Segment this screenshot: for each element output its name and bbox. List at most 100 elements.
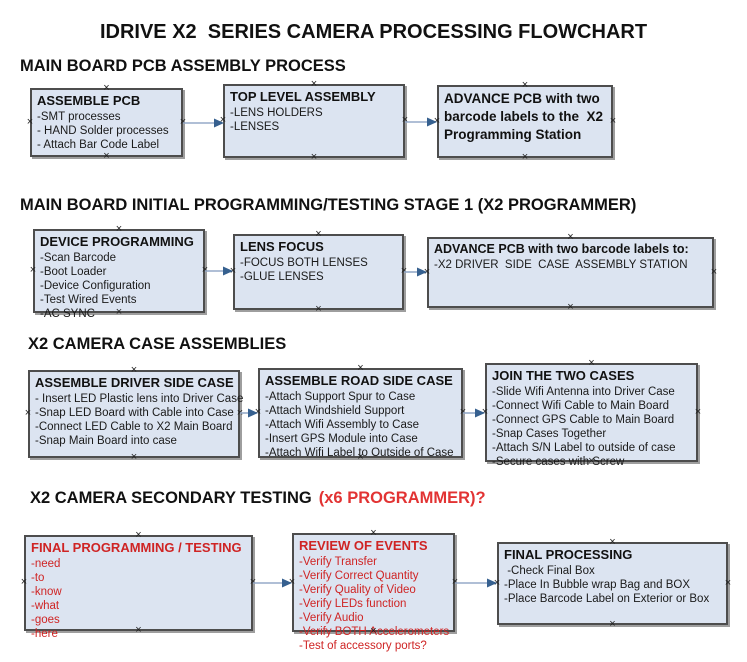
section-heading-red-part: (x6 PROGRAMMER)? bbox=[318, 489, 486, 507]
box-item: -goes bbox=[31, 613, 60, 626]
box-item: -Attach Wifi Assembly to Case bbox=[265, 418, 420, 431]
page-title: IDRIVE X2 SERIES CAMERA PROCESSING FLOWC… bbox=[99, 21, 648, 43]
box-item: -Device Configuration bbox=[40, 279, 151, 292]
box-item: - Attach Bar Code Label bbox=[37, 138, 160, 151]
box-item: -Attach S/N Label to outside of case bbox=[492, 441, 676, 454]
connection-handle-icon: × bbox=[26, 115, 34, 128]
connection-handle-icon: × bbox=[609, 536, 616, 548]
box-item: -know bbox=[31, 585, 62, 598]
box-item: -Attach Wifi Label to Outside of Case bbox=[265, 446, 454, 459]
box-title: TOP LEVEL ASSEMBLY bbox=[230, 89, 376, 104]
box-title: REVIEW OF EVENTS bbox=[299, 538, 428, 553]
connection-handle-icon: × bbox=[724, 576, 732, 589]
box-item: -Verify Transfer bbox=[299, 555, 377, 568]
box-title: DEVICE PROGRAMMING bbox=[40, 234, 194, 249]
connection-handle-icon: × bbox=[521, 79, 529, 91]
connector-arrow bbox=[404, 267, 427, 277]
connector-arrow bbox=[455, 578, 497, 588]
section-heading-initial-programming: MAIN BOARD INITIAL PROGRAMMING/TESTING S… bbox=[20, 196, 637, 214]
box-assemble-road-side-case: ASSEMBLE ROAD SIDE CASE -Attach Support … bbox=[255, 363, 466, 463]
connection-handle-icon: × bbox=[609, 618, 616, 630]
box-item: -Connect Wifi Cable to Main Board bbox=[492, 399, 670, 412]
connection-handle-icon: × bbox=[694, 405, 702, 418]
box-item: -Slide Wifi Antenna into Driver Case bbox=[492, 385, 675, 398]
box-item: -Verify Correct Quantity bbox=[299, 569, 419, 582]
connection-handle-icon: × bbox=[609, 114, 617, 127]
box-lens-focus: LENS FOCUS -FOCUS BOTH LENSES-GLUE LENSE… bbox=[230, 229, 407, 315]
box-item: -Check Final Box bbox=[504, 564, 595, 577]
box-item: -Connect GPS Cable to Main Board bbox=[492, 413, 675, 426]
box-item: -need bbox=[31, 557, 61, 570]
box-assemble-driver-side-case: ASSEMBLE DRIVER SIDE CASE - Insert LED P… bbox=[25, 365, 244, 463]
connection-handle-icon: × bbox=[29, 264, 37, 276]
connector-arrow bbox=[183, 118, 224, 128]
box-title: FINAL PROCESSING bbox=[504, 547, 633, 562]
connection-handle-icon: × bbox=[567, 301, 574, 313]
connector-arrow bbox=[240, 408, 258, 418]
box-item: -Scan Barcode bbox=[40, 251, 117, 264]
connection-handle-icon: × bbox=[103, 82, 110, 94]
connection-handle-icon: × bbox=[115, 223, 123, 235]
box-item: -Place Barcode Label on Exterior or Box bbox=[504, 592, 710, 605]
connection-handle-icon: × bbox=[130, 364, 138, 376]
connection-handle-icon: × bbox=[710, 265, 718, 278]
connection-handle-icon: × bbox=[567, 231, 574, 243]
box-item: -Attach Windshield Support bbox=[265, 404, 405, 417]
box-item: -Snap Main Board into case bbox=[35, 434, 177, 447]
box-item: -Boot Loader bbox=[40, 265, 107, 278]
connection-handle-icon: × bbox=[315, 303, 322, 315]
box-item: -FOCUS BOTH LENSES bbox=[240, 256, 368, 269]
box-item: -Verify Quality of Video bbox=[299, 583, 416, 596]
box-title: ASSEMBLE DRIVER SIDE CASE bbox=[35, 375, 234, 390]
box-review-of-events: REVIEW OF EVENTS -Verify Transfer-Verify… bbox=[289, 528, 458, 652]
connector-arrow bbox=[205, 266, 233, 276]
connection-handle-icon: × bbox=[521, 151, 529, 163]
box-item: -Secure cases with Screw bbox=[492, 455, 625, 468]
box-advance-pcb-driver-side: ADVANCE PCB with two barcode labels to: … bbox=[424, 232, 717, 313]
box-item: -Place In Bubble wrap Bag and BOX bbox=[504, 578, 691, 591]
connection-handle-icon: × bbox=[315, 228, 322, 240]
connection-handle-icon: × bbox=[588, 357, 595, 369]
box-item: -Verify Audio bbox=[299, 611, 364, 624]
section-heading-secondary-testing: X2 CAMERA SECONDARY TESTING (x6 PROGRAMME… bbox=[30, 489, 486, 508]
box-item: -what bbox=[31, 599, 60, 612]
connection-handle-icon: × bbox=[310, 78, 318, 90]
box-title: ASSEMBLE ROAD SIDE CASE bbox=[265, 373, 453, 388]
connector-arrow bbox=[463, 408, 485, 418]
box-item: -Test of accessory ports? bbox=[299, 639, 427, 652]
box-title: JOIN THE TWO CASES bbox=[492, 368, 635, 383]
box-final-processing: FINAL PROCESSING -Check Final Box-Place … bbox=[494, 537, 731, 630]
connection-handle-icon: × bbox=[135, 529, 142, 541]
section-heading-black-part: X2 CAMERA SECONDARY TESTING bbox=[30, 489, 312, 507]
box-item: - HAND Solder processes bbox=[37, 124, 169, 137]
box-item: -LENSES bbox=[230, 120, 280, 133]
box-advance-pcb-programming-station: ADVANCE PCB with two barcode labels to t… bbox=[434, 80, 616, 163]
box-item: -Connect LED Cable to X2 Main Board bbox=[35, 420, 233, 433]
connection-handle-icon: × bbox=[20, 576, 28, 588]
box-item: -Attach Support Spur to Case bbox=[265, 390, 416, 403]
box-item: - Insert LED Plastic lens into Driver Ca… bbox=[35, 392, 244, 405]
connection-handle-icon: × bbox=[370, 527, 377, 539]
box-item: -Snap LED Board with Cable into Case bbox=[35, 406, 234, 419]
connection-handle-icon: × bbox=[357, 362, 364, 374]
box-item: -AC SYNC bbox=[40, 307, 95, 320]
section-heading-pcb-assembly: MAIN BOARD PCB ASSEMBLY PROCESS bbox=[20, 57, 346, 75]
box-item: -here bbox=[31, 627, 58, 640]
box-final-programming-testing: FINAL PROGRAMMING / TESTING -need-to-kno… bbox=[21, 530, 256, 640]
box-item: -LENS HOLDERS bbox=[230, 106, 323, 119]
box-item: -SMT processes bbox=[37, 110, 121, 123]
box-item: -Test Wired Events bbox=[40, 293, 137, 306]
box-item: -Verify BOTH Accelerometers bbox=[299, 625, 450, 638]
connector-arrow bbox=[405, 117, 437, 127]
box-title: LENS FOCUS bbox=[240, 239, 324, 254]
box-title: FINAL PROGRAMMING / TESTING bbox=[31, 540, 242, 555]
box-item: -to bbox=[31, 571, 45, 584]
box-item: -Verify LEDs function bbox=[299, 597, 407, 610]
connection-handle-icon: × bbox=[24, 407, 32, 419]
section-heading-case-assemblies: X2 CAMERA CASE ASSEMBLIES bbox=[28, 335, 287, 353]
box-title: ADVANCE PCB with two barcode labels to: bbox=[434, 242, 689, 256]
box-top-level-assembly: TOP LEVEL ASSEMBLY -LENS HOLDERS-LENSES … bbox=[220, 79, 408, 163]
box-title: ADVANCE PCB with two barcode labels to t… bbox=[444, 91, 607, 143]
box-item: -Snap Cases Together bbox=[492, 427, 607, 440]
